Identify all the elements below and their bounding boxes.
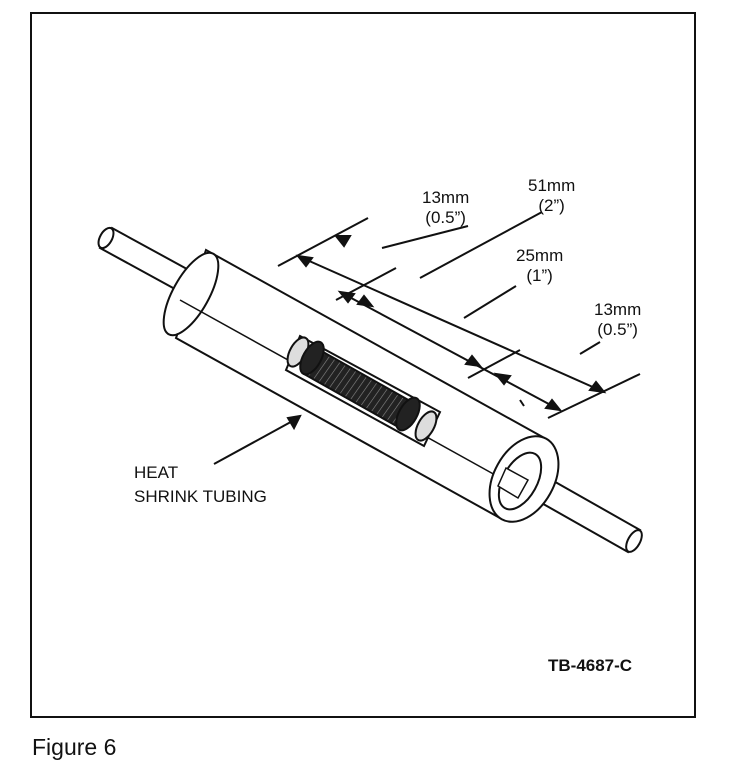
heat-shrink-label: HEAT SHRINK TUBING — [134, 463, 267, 506]
dim-label-51mm: 51mm (2”) — [528, 176, 576, 215]
dim-label-13mm-right: 13mm (0.5”) — [594, 300, 642, 339]
heat-shrink-arrow — [213, 414, 302, 465]
dim-label-13mm-top: 13mm (0.5”) — [422, 188, 470, 227]
dimension-lines — [277, 211, 641, 419]
figure-caption: Figure 6 — [32, 734, 117, 760]
dim-label-25mm: 25mm (1”) — [516, 246, 564, 285]
drawing-number: TB-4687-C — [548, 656, 633, 675]
figure-frame — [30, 12, 696, 718]
splice-cutaway — [284, 334, 442, 448]
